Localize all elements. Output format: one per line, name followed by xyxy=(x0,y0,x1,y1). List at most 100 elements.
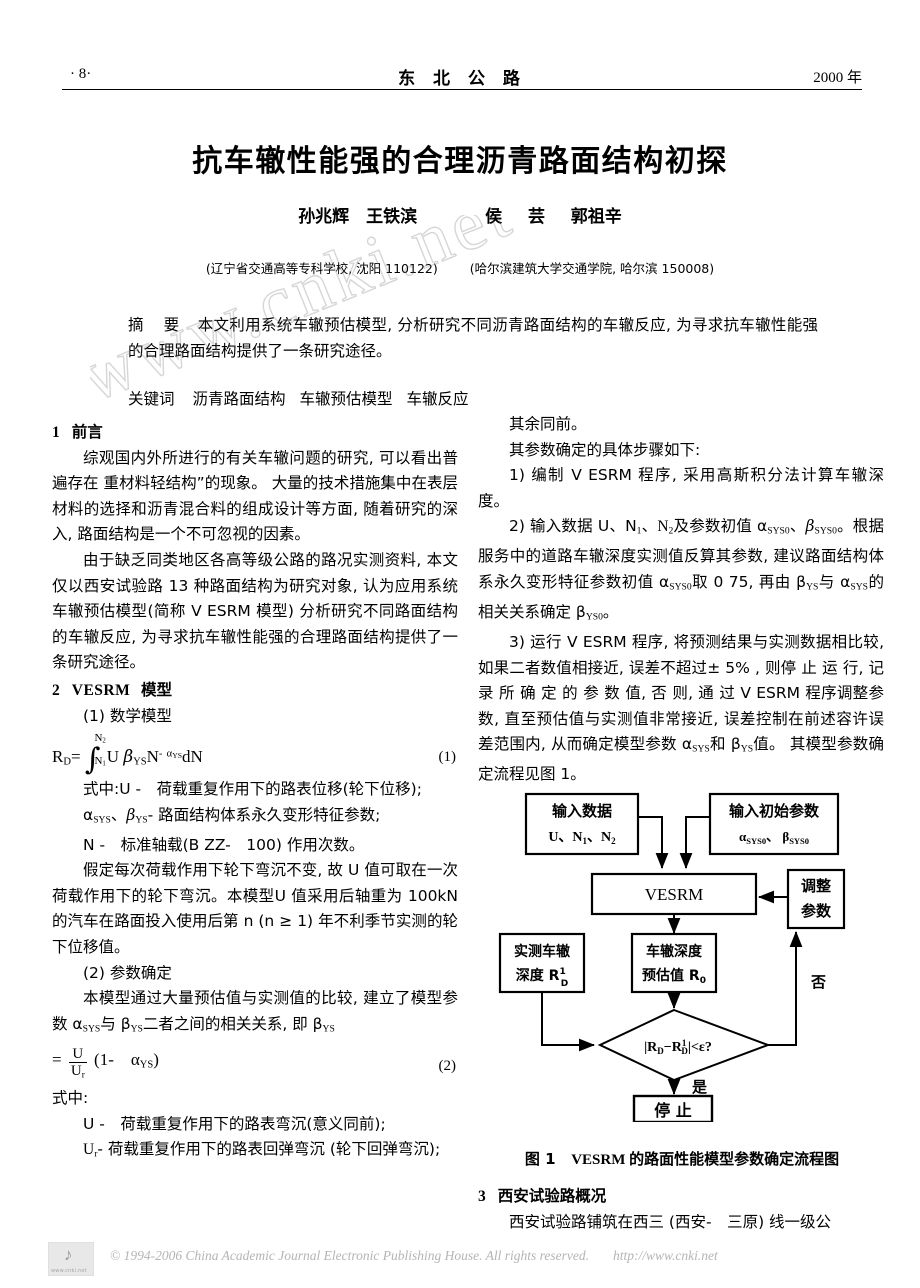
edge-input-data-to-vesrm xyxy=(638,816,669,869)
step2-f: 的相关关系确定 β xyxy=(478,572,884,621)
page-title: 抗车辙性能强的合理沥青路面结构初探 xyxy=(192,144,728,179)
author-group-2-b: 芸 xyxy=(527,207,545,227)
footer-copyright: © 1994-2006 China Academic Journal Elect… xyxy=(110,1248,589,1263)
label-no: 否 xyxy=(810,973,826,991)
step3-c: 值。 其模型参数确定流程见图 1。 xyxy=(478,735,884,784)
formula-2-den-sub: r xyxy=(81,1070,85,1081)
node-input-params xyxy=(708,792,840,856)
edge-input-params-to-vesrm xyxy=(679,816,710,869)
formula-1-alpha-sub: YS xyxy=(172,751,182,761)
formula-1-number: (1) xyxy=(438,749,457,766)
step3-b: 和 β xyxy=(709,735,741,754)
formula-1-definition-n: N - 标准轴载(B ZZ- 100) 作用次数。 xyxy=(83,835,365,854)
formula-2-def-ur: Ur- 荷载重复作用下的路表回弹弯沉 (轮下回弹弯沉); xyxy=(52,1137,458,1167)
formula-1-beta-sub: YS xyxy=(133,756,147,768)
p4-c-sub: YS xyxy=(322,1023,335,1035)
step-2: 2) 输入数据 U、N1、N2及参数初值 αSYS0、βSYS0。根据服务中的道… xyxy=(478,517,884,623)
edge-decision-no xyxy=(768,931,803,1046)
keyword-1: 沥青路面结构 xyxy=(192,390,286,408)
node-predicted-label1: 车辙深度 xyxy=(646,943,703,960)
header-rule xyxy=(62,89,862,90)
author-group-1: 孙兆辉 王铁滨 xyxy=(298,207,418,227)
section-2-number: 2 xyxy=(52,681,60,699)
step2-beta-sub: YS xyxy=(806,581,819,593)
int-upper: N xyxy=(94,732,103,745)
formula-2-eq: = xyxy=(52,1049,62,1069)
formula-2-den-main: U xyxy=(70,1062,82,1079)
node-stop-label: 停 止 xyxy=(654,1101,692,1120)
right-column: 其余同前。 其参数确定的具体步骤如下: 1) 编制 V ESRM 程序, 采用高… xyxy=(478,412,884,788)
affiliation-1: (辽宁省交通高等专科学校, 沈阳 110122) xyxy=(205,261,438,276)
keywords-label: 关键词 xyxy=(128,390,175,408)
paragraph-rest-same: 其余同前。 xyxy=(509,415,587,433)
node-input-params-label1: 输入初始参数 xyxy=(729,802,820,820)
formula-2-fraction: U Ur xyxy=(68,1046,87,1084)
step2-n2: N xyxy=(657,518,669,536)
int-lower: N xyxy=(94,754,103,767)
figure-caption-text: VESRM 的路面性能模型参数确定流程图 xyxy=(571,1152,840,1168)
section-1-number: 1 xyxy=(52,424,60,441)
int-upper-sub: 2 xyxy=(102,737,106,745)
formula-2-rhs-end: ) xyxy=(153,1049,159,1069)
figure-caption-number: 图 1 xyxy=(524,1150,556,1168)
paragraph-intro-1: 综观国内外所进行的有关车辙问题的研究, 可以看出普遍存在 重材料轻结构”的现象。… xyxy=(52,448,458,544)
step2-n2-sub: 2 xyxy=(668,525,674,537)
section-3-title: 西安试验路概况 xyxy=(497,1187,607,1205)
step2-b: 及参数初值 α xyxy=(673,517,768,536)
p4-c: 二者之间的相关关系, 即 β xyxy=(142,1014,323,1033)
step2-a: 2) 输入数据 U、N xyxy=(509,517,637,536)
formula-2-def-u: U - 荷载重复作用下的路表弯沉(意义同前); xyxy=(83,1114,386,1133)
step3-main: 3) 运行 V ESRM 程序, 将预测结果与实测数据相比较, 如果二者数值相接… xyxy=(478,632,884,754)
def-ab-text: - 路面结构体系永久变形特征参数; xyxy=(147,805,381,824)
node-input-data-label1: 输入数据 xyxy=(552,802,612,820)
formula-2: = U Ur (1- αYS) (2) xyxy=(52,1046,458,1084)
formula-1-n: N xyxy=(146,746,159,766)
step3-alpha-sub: SYS xyxy=(692,743,710,755)
formula-1-definition-ab: αSYS、βYS- 路面结构体系永久变形特征参数; xyxy=(83,805,381,826)
formula-2-denominator: Ur xyxy=(69,1063,87,1084)
formula-1-lhs-sub: D xyxy=(63,756,71,768)
formula-1-eq: = xyxy=(70,746,81,766)
formula-1-u: U xyxy=(106,746,120,766)
section-1-title: 前言 xyxy=(71,423,103,441)
author-list: 孙兆辉 王铁滨 侯 芸 郭祖辛 xyxy=(0,202,920,227)
formula-2-rhs-sub: YS xyxy=(139,1059,154,1071)
footer-text: © 1994-2006 China Academic Journal Elect… xyxy=(110,1248,718,1264)
abstract-label: 摘 要 xyxy=(128,316,182,334)
step-1: 1) 编制 V ESRM 程序, 采用高斯积分法计算车辙深度。 xyxy=(478,466,884,510)
node-input-data-label2: U、N1、N2 xyxy=(548,830,616,846)
section-2-title-cn: 模型 xyxy=(141,680,173,699)
formula-1-lhs: R xyxy=(52,746,64,766)
formula-1-alpha: α xyxy=(166,748,173,760)
footer-url: http://www.cnki.net xyxy=(612,1248,718,1263)
keyword-2: 车辙预估模型 xyxy=(299,390,393,408)
node-adjust-label2: 参数 xyxy=(801,902,832,920)
journal-name: 东 北 公 路 xyxy=(398,69,526,89)
subsection-math-model: (1) 数学模型 xyxy=(83,706,172,725)
formula-2-rhs: (1- α xyxy=(94,1049,140,1069)
def-alpha-sub: SYS xyxy=(93,814,111,826)
formula-2-number: (2) xyxy=(438,1058,457,1075)
author-group-2-c: 郭祖辛 xyxy=(570,207,622,227)
node-vesrm-label: VESRM xyxy=(645,885,704,904)
step2-beta0: β xyxy=(805,517,815,536)
step2-d: 取 0 75, 再由 β xyxy=(691,572,807,591)
node-measured-label1: 实测车辙 xyxy=(514,943,571,960)
def-beta-sub: YS xyxy=(135,814,148,826)
label-yes: 是 xyxy=(691,1078,708,1096)
step2-beta0-sub: SYS0 xyxy=(814,525,837,537)
figure-caption: 图 1 VESRM 的路面性能模型参数确定流程图 xyxy=(478,1148,886,1169)
cnki-logo-glyph: ♪ xyxy=(64,1245,73,1264)
section-2-title-en: VESRM xyxy=(71,681,131,699)
step2-alpha-init-sub: SYS0 xyxy=(669,581,692,593)
section-heading-1: 1 前言 xyxy=(52,420,458,446)
node-adjust-label1: 调整 xyxy=(801,877,831,895)
abstract-block: 摘 要本文利用系统车辙预估模型, 分析研究不同沥青路面结构的车辙反应, 为寻求抗… xyxy=(128,312,818,364)
edge-measured-to-decision xyxy=(541,992,595,1052)
def-alpha: α xyxy=(83,805,94,824)
